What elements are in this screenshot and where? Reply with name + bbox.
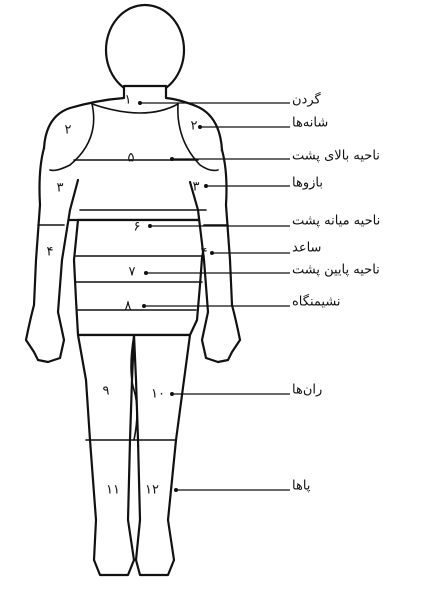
label-lower-back: ناحیه پایین پشت: [292, 264, 380, 277]
label-shoulders: شانه‌ها: [292, 117, 328, 130]
region-number-middle-back: ۶: [134, 221, 141, 234]
label-upper-back: ناحیه بالای پشت: [292, 150, 380, 163]
region-number-upper-back: ۵: [128, 152, 135, 165]
label-forearm: ساعد: [292, 242, 321, 255]
region-number-right-forearm: ۴: [201, 247, 208, 260]
right-leg-outline: [134, 335, 190, 575]
region-number-buttocks: ۸: [125, 300, 132, 313]
region-number-right-shoulder: ۲: [191, 120, 198, 133]
head: [106, 5, 184, 95]
hips-outline: [74, 220, 210, 335]
label-middle-back: ناحیه میانه پشت: [292, 215, 380, 228]
region-number-left-leg: ۱۱: [106, 484, 120, 497]
label-neck: گردن: [292, 94, 321, 107]
region-number-left-thigh: ۹: [103, 385, 110, 398]
region-number-right-thigh: ۱۰: [151, 388, 165, 401]
region-number-right-arm: ۳: [193, 181, 200, 194]
region-number-right-leg: ۱۲: [145, 484, 159, 497]
left-leg-outline: [78, 335, 134, 575]
label-thighs: ران‌ها: [292, 384, 322, 397]
label-legs: پاها: [292, 480, 310, 493]
region-number-neck: ۱: [125, 94, 132, 107]
region-number-lower-back: ۷: [129, 266, 136, 279]
label-buttocks: نشیمنگاه: [292, 296, 341, 309]
label-arms: بازوها: [292, 177, 323, 190]
region-number-left-forearm: ۴: [47, 246, 54, 259]
region-number-left-arm: ۳: [57, 182, 64, 195]
region-number-left-shoulder: ۲: [65, 124, 72, 137]
